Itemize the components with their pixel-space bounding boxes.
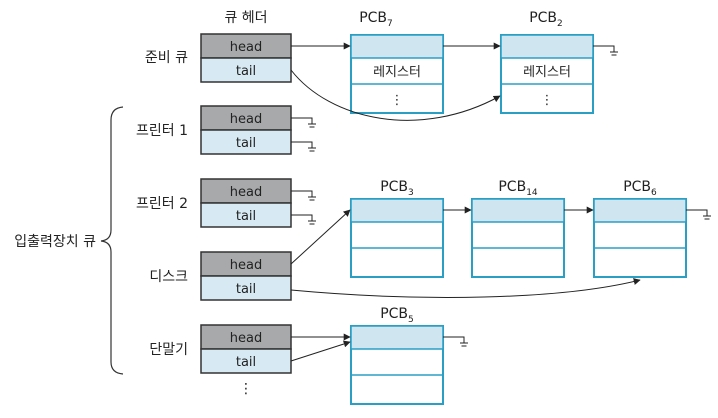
arrow-disk-tail-to-pcb6 [290, 278, 641, 298]
arrow-ready-tail-to-pcb2 [290, 69, 501, 121]
pcb-ellipsis: ⋮ [391, 93, 404, 108]
io-queue-group-label: 입출력장치 큐 [14, 234, 96, 250]
terminal-queue-tail [200, 348, 292, 374]
more-queues-ellipsis: ⋮ [239, 381, 253, 397]
disk-queue: 디스크 head tail [149, 251, 292, 301]
queue-label-printer2: 프린터 2 [136, 196, 188, 212]
pcb6-title: PCB6 [623, 179, 657, 198]
pcb3-title: PCB3 [380, 179, 414, 198]
printer2-queue: 프린터 2 head tail [136, 178, 316, 228]
queue-label-ready: 준비 큐 [145, 50, 188, 66]
arrow-terminal-tail-to-pcb5 [290, 340, 351, 362]
pcb14-title: PCB14 [498, 179, 538, 198]
queue-header-title: 큐 헤더 [224, 10, 267, 26]
tail-label: tail [236, 282, 256, 297]
pcb5-title: PCB5 [380, 306, 414, 325]
pcb5-block: PCB5 [350, 306, 468, 405]
null-pointer-icon [291, 117, 316, 128]
null-pointer-icon [291, 214, 316, 225]
pcb6-block: PCB6 [593, 179, 711, 278]
arrow-disk-head-to-pcb3 [290, 209, 351, 265]
tail-label: tail [236, 136, 256, 151]
tail-label: tail [236, 64, 256, 79]
pcb-ellipsis: ⋮ [541, 93, 554, 108]
head-label: head [230, 112, 262, 127]
tail-label: tail [236, 355, 256, 370]
queue-label-printer1: 프린터 1 [136, 123, 188, 139]
tail-label: tail [236, 209, 256, 224]
ready-queue: 준비 큐 head tail [145, 33, 292, 83]
null-pointer-icon [686, 209, 711, 220]
pcb3-block: PCB3 [350, 179, 444, 278]
register-label: 레지스터 [373, 65, 421, 80]
pcb2-title: PCB2 [529, 10, 563, 29]
printer1-queue: 프린터 1 head tail [136, 105, 316, 155]
pcb14-block: PCB14 [471, 179, 565, 278]
queue-label-terminal: 단말기 [149, 342, 188, 358]
head-label: head [230, 40, 262, 55]
pcb2-block: PCB2 레지스터 ⋮ [500, 10, 618, 114]
ready-queue-tail [200, 57, 292, 83]
io-queue-brace [100, 106, 124, 375]
head-label: head [230, 258, 262, 273]
pcb7-title: PCB7 [359, 10, 393, 29]
null-pointer-icon [593, 45, 618, 56]
head-label: head [230, 185, 262, 200]
pcb7-block: PCB7 레지스터 ⋮ [350, 10, 444, 114]
disk-queue-tail [200, 275, 292, 301]
register-label: 레지스터 [523, 65, 571, 80]
head-label: head [230, 331, 262, 346]
null-pointer-icon [291, 190, 316, 201]
queue-label-disk: 디스크 [149, 269, 188, 285]
null-pointer-icon [291, 141, 316, 152]
printer2-queue-tail [200, 202, 292, 228]
terminal-queue: 단말기 head tail [149, 324, 292, 374]
null-pointer-icon [443, 336, 468, 347]
